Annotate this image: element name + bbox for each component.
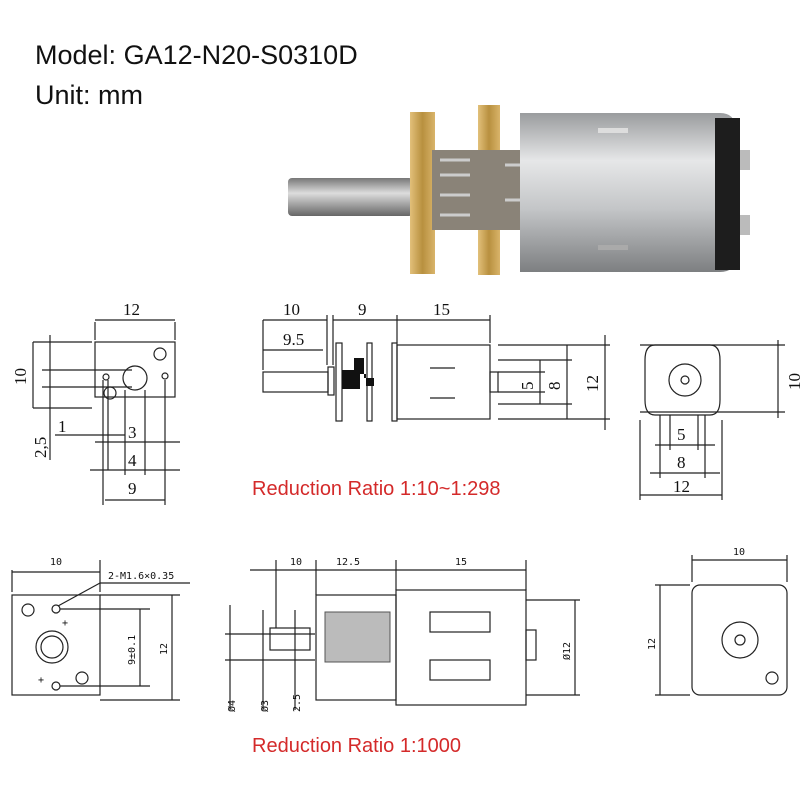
dimension-label: 2.5 [292, 694, 303, 712]
dimension-label: 15 [455, 557, 467, 568]
dimension-label: 10 [11, 368, 30, 385]
dimension-label: 12.5 [336, 557, 360, 568]
dimension-label: Ø12 [561, 642, 573, 660]
dimension-label: 12 [647, 638, 658, 650]
dimension-label: Ø4 [226, 700, 238, 712]
dimension-label: 10 [785, 373, 800, 390]
dimension-label: 1 [58, 417, 67, 436]
dimension-label: 5 [518, 382, 537, 391]
dimension-label: 9.5 [283, 330, 304, 349]
dimension-label: 3 [128, 423, 137, 442]
dimension-label: 5 [677, 425, 686, 444]
dimension-label: 10 [290, 557, 302, 568]
dimension-label: 8 [677, 453, 686, 472]
dimension-label: 9 [358, 300, 367, 319]
dimension-label: 10 [50, 557, 62, 568]
dimension-label: 10 [283, 300, 300, 319]
motor-photo [288, 105, 750, 275]
end-view-bottom: 10 12 [647, 547, 788, 696]
dimension-label: 12 [159, 643, 170, 655]
front-view-top: 12 10 2,5 1 3 4 9 [11, 300, 180, 505]
reduction-ratio-top: Reduction Ratio 1:10~1:298 [252, 478, 501, 500]
side-view-bottom: Ø4 Ø3 2.5 10 12.5 15 Ø12 [225, 557, 580, 712]
side-view-top: 10 9.5 9 15 5 8 12 [262, 300, 610, 430]
dimension-label: + [38, 675, 44, 686]
dimension-label: 2-M1.6×0.35 [108, 571, 174, 582]
unit-label: Unit: mm [35, 80, 143, 110]
dimension-label: 12 [673, 477, 690, 496]
dimension-label: 10 [733, 547, 745, 558]
end-view-top: 10 5 8 12 [639, 340, 800, 500]
dimension-label: Ø3 [259, 700, 271, 712]
dimension-label: 9±0.1 [127, 635, 138, 665]
dimension-label: 15 [433, 300, 450, 319]
dimension-label: 2,5 [31, 437, 50, 458]
reduction-ratio-bottom: Reduction Ratio 1:1000 [252, 735, 462, 757]
model-title: Model: GA12-N20-S0310D [35, 40, 358, 70]
dimension-label: 4 [128, 451, 137, 470]
dimension-label: 12 [123, 300, 140, 319]
dimension-label: + [62, 618, 68, 629]
dimension-label: 12 [583, 375, 602, 392]
front-view-bottom: + + 10 2-M1.6×0.35 9±0.1 12 [11, 557, 190, 701]
dimension-label: 9 [128, 479, 137, 498]
dimension-label: 8 [545, 382, 564, 391]
